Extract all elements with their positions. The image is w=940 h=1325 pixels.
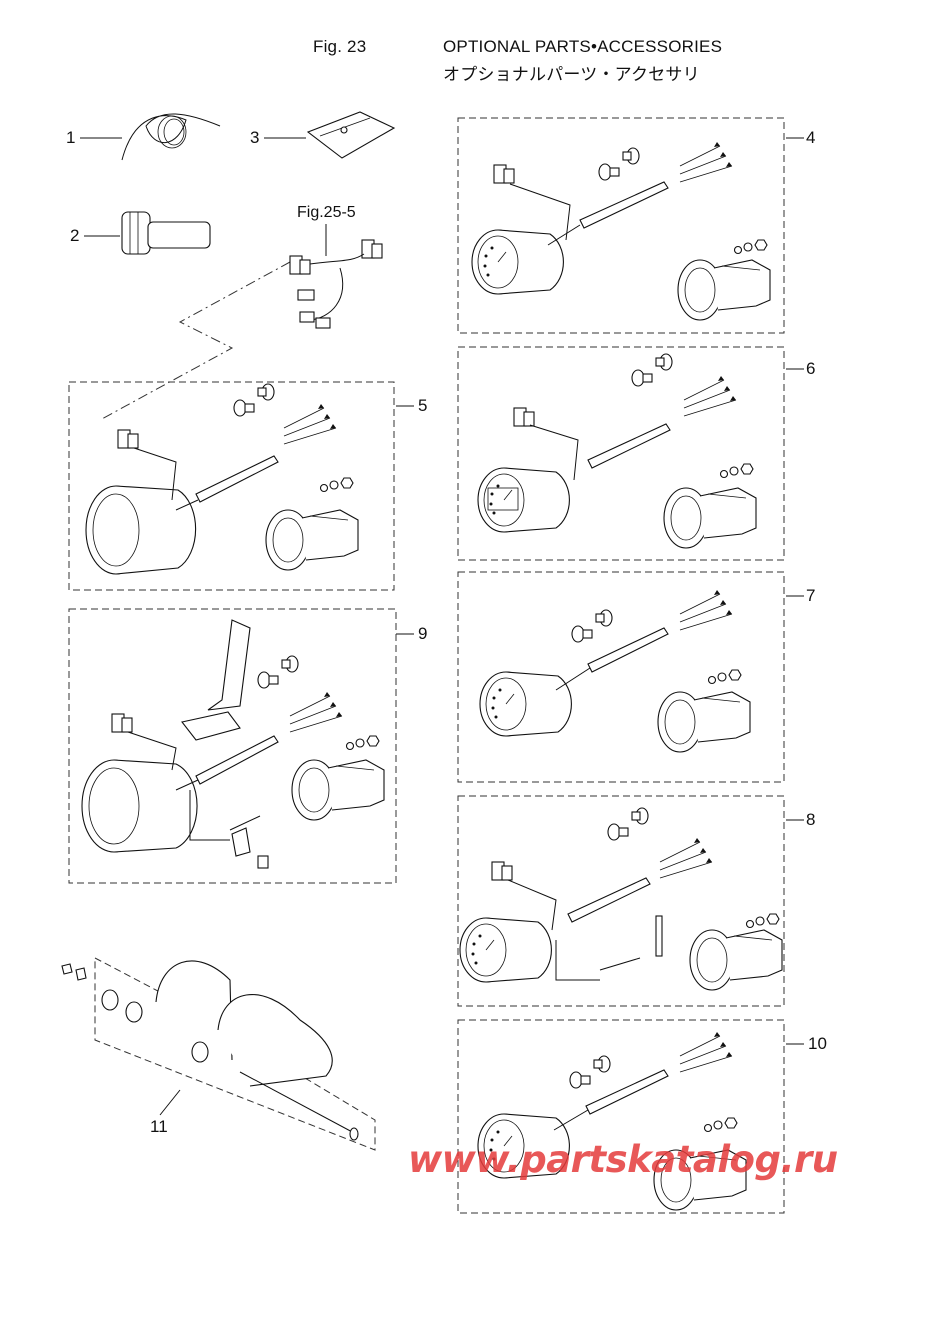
group-box-8 [457, 795, 785, 1007]
callout-7: 7 [806, 586, 816, 605]
group-box-5 [68, 381, 395, 591]
callout-8: 8 [806, 810, 816, 829]
figure-title-japanese: オプショナルパーツ・アクセサリ [443, 65, 700, 85]
group-box-4 [457, 117, 785, 334]
figure-number: Fig. 23 [313, 37, 367, 56]
group-box-10 [457, 1019, 785, 1214]
wire-coil-icon [121, 113, 221, 161]
callout-11: 11 [150, 1117, 168, 1136]
callout-10: 10 [808, 1034, 827, 1053]
callout-6: 6 [806, 359, 816, 378]
pouch-icon [306, 111, 396, 159]
hose-fitting-icon [121, 211, 211, 255]
callout-4: 4 [806, 128, 816, 147]
gauge-icon [477, 1031, 747, 1211]
figure-title: OPTIONAL PARTS•ACCESSORIES [443, 37, 723, 56]
reference-fig-label: Fig.25-5 [297, 204, 356, 221]
gauge-icon [85, 383, 359, 575]
gauge-icon [471, 141, 771, 321]
group-box-9 [68, 608, 397, 884]
group-box-6 [457, 346, 785, 561]
callout-3: 3 [250, 128, 260, 147]
callout-5: 5 [418, 396, 428, 415]
gauge-icon [477, 353, 757, 549]
callout-1: 1 [66, 128, 76, 147]
group-box-7 [457, 571, 785, 783]
gauge-icon [479, 589, 751, 753]
gauge-icon [459, 807, 783, 991]
callout-2: 2 [70, 226, 80, 245]
wire-harness-icon [289, 239, 383, 329]
watermark: www.partskatalog.ru [408, 1138, 838, 1181]
gauge-icon [81, 619, 385, 869]
mounting-bracket-icon [61, 960, 359, 1141]
callout-9: 9 [418, 624, 428, 643]
